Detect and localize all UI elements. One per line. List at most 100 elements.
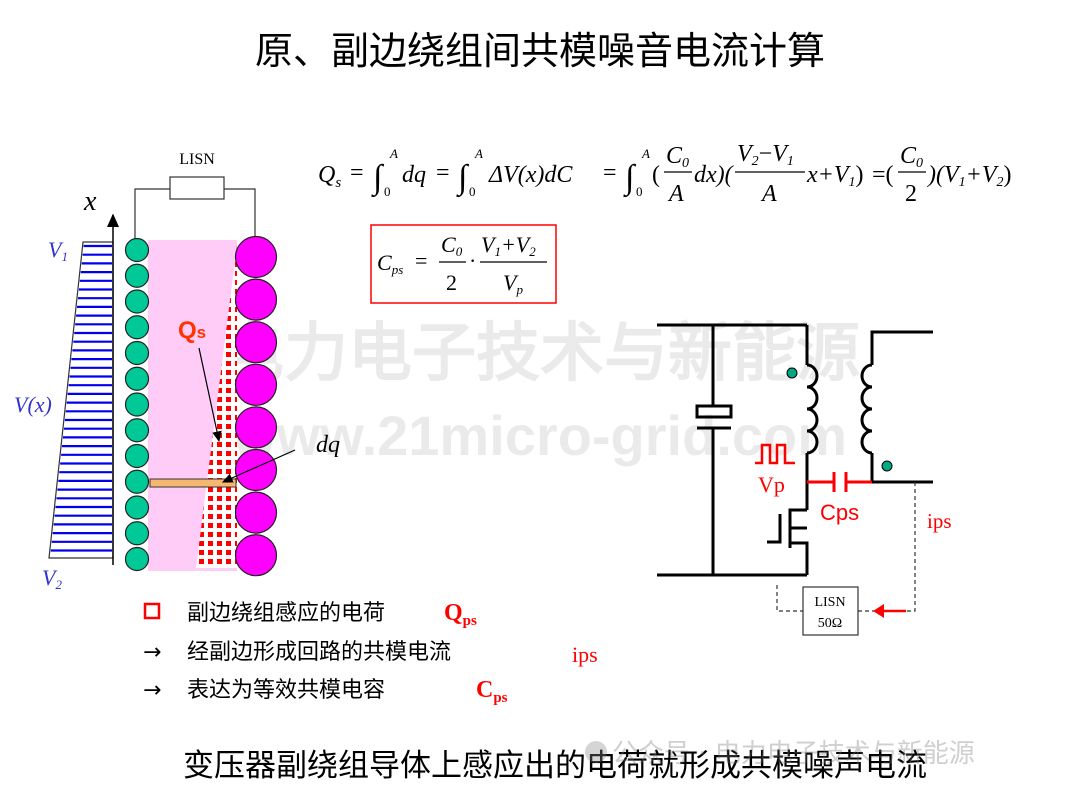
dq-strip <box>149 478 237 488</box>
bullet-highlight: Qps <box>444 600 477 629</box>
primary-dot-marker <box>786 367 798 379</box>
watermark-url: www.21micro-grid.com <box>232 404 847 467</box>
secondary-conductor <box>234 448 278 492</box>
equals: = <box>415 248 427 273</box>
arrow-right-icon: → <box>143 678 161 703</box>
primary-conductor <box>124 315 150 340</box>
equals: = <box>436 160 450 186</box>
lisn-50ohm-box <box>802 586 859 636</box>
cps-capacitor <box>807 472 872 492</box>
primary-conductor <box>124 469 150 494</box>
lisn-box <box>169 176 225 200</box>
frac-2-den: 2 <box>446 270 457 295</box>
lisn-box-impedance: 50Ω <box>818 616 842 631</box>
integral-upper: A <box>474 146 483 161</box>
v2-label: V2 <box>42 565 62 592</box>
secondary-conductor <box>234 363 278 406</box>
secondary-conductor <box>234 491 278 534</box>
primary-conductor <box>124 263 150 288</box>
primary-conductor <box>124 521 150 546</box>
footer-watermark-text: 公众号 · 电力电子技术与新能源 <box>612 739 975 769</box>
mosfet-drain <box>788 508 807 527</box>
ips-label: ips <box>927 509 952 533</box>
equals: = <box>350 160 364 186</box>
lisn-label: LISN <box>179 151 215 168</box>
vp-label: Vp <box>758 472 785 497</box>
secondary-dot-marker <box>881 460 893 472</box>
primary-conductor <box>124 366 150 391</box>
integral-sign: ∫ <box>623 159 637 198</box>
term-dv-dc: ΔV(x)dC <box>488 162 573 188</box>
primary-conductor <box>124 237 150 263</box>
qs-label: Qs <box>178 317 206 344</box>
equals-paren: =( <box>872 162 894 188</box>
lisn-box-label: LISN <box>814 595 845 610</box>
term-x-plus-v1: x+V1) <box>806 162 864 190</box>
integral-lower: 0 <box>384 184 391 199</box>
mosfet-source <box>790 541 809 575</box>
secondary-winding <box>234 235 278 577</box>
primary-conductor <box>124 418 150 443</box>
background-watermark: 电力电子技术与新能源 www.21micro-grid.com <box>220 317 860 467</box>
frac-c0-num: C0 <box>441 232 463 259</box>
secondary-conductor <box>234 534 278 577</box>
slide-caption: 变压器副绕组导体上感应出的电荷就形成共模噪声电流 <box>183 748 927 784</box>
cps-lhs: Cps <box>377 250 403 277</box>
integral-upper: A <box>389 146 398 161</box>
integral-lower: 0 <box>636 184 643 199</box>
primary-winding <box>124 237 150 572</box>
formula-lhs: Qs <box>318 162 341 191</box>
bullet-highlight: Cps <box>476 677 508 706</box>
lisn-wire-left <box>134 188 170 250</box>
frac-a-den: A <box>760 181 777 207</box>
equals: = <box>603 160 617 186</box>
frac-v1v2-num: V1+V2 <box>481 232 536 259</box>
bullet-text: 表达为等效共模电容 <box>187 678 385 703</box>
term-dx: dx)( <box>694 162 735 188</box>
primary-conductor <box>124 443 150 469</box>
dot-operator: · <box>469 248 476 273</box>
qs-pointer-arrow <box>198 347 222 443</box>
integral-upper: A <box>641 146 650 161</box>
input-capacitor-plate <box>695 404 733 419</box>
integral-lower: 0 <box>469 184 476 199</box>
x-axis-label: x <box>83 186 97 217</box>
voltage-hatch-lines <box>50 244 112 552</box>
primary-conductor <box>124 289 150 314</box>
dq-pointer-arrow <box>221 449 296 483</box>
secondary-conductor <box>234 406 278 449</box>
secondary-conductor <box>234 235 278 279</box>
primary-coil <box>806 363 819 455</box>
term-dq: dq <box>402 162 426 188</box>
return-path <box>776 482 916 612</box>
paren: ( <box>652 162 660 188</box>
secondary-conductor <box>234 321 278 364</box>
secondary-conductor <box>234 278 278 321</box>
primary-conductor <box>124 495 150 520</box>
dq-label: dq <box>316 432 340 458</box>
arrow-head-icon <box>873 604 884 618</box>
frac-a-den: A <box>667 181 684 207</box>
frac-c0-num: C0 <box>666 143 689 171</box>
watermark-text: 电力电子技术与新能源 <box>220 317 860 391</box>
cps-label: Cps <box>820 500 859 525</box>
lisn-wire-right <box>224 188 256 247</box>
bullet-square-icon <box>143 602 161 620</box>
cps-formula-box <box>370 224 557 304</box>
page-title: 原、副边绕组间共模噪音电流计算 <box>255 29 825 73</box>
primary-conductor <box>124 392 150 417</box>
bullet-text: 副边绕组感应的电荷 <box>187 601 385 626</box>
bullet-highlight: ips <box>572 642 598 667</box>
bullet-list: 副边绕组感应的电荷 Qps → 经副边形成回路的共模电流 ips → 表达为等效… <box>143 600 598 706</box>
pulse-waveform-icon <box>755 443 795 465</box>
v1-label: V1 <box>48 237 68 264</box>
cps-formula: Cps = C0 2 · V1+V2 Vp <box>370 224 557 304</box>
arrow-right-icon: → <box>143 640 161 665</box>
winding-diagram: x V1 V(x) V2 LISN Qs dq <box>14 151 340 592</box>
secondary-top-wire <box>870 330 933 365</box>
secondary-bottom-wire <box>870 453 933 484</box>
footer-watermark: 公众号 · 电力电子技术与新能源 <box>585 739 975 769</box>
primary-conductor <box>124 340 150 366</box>
